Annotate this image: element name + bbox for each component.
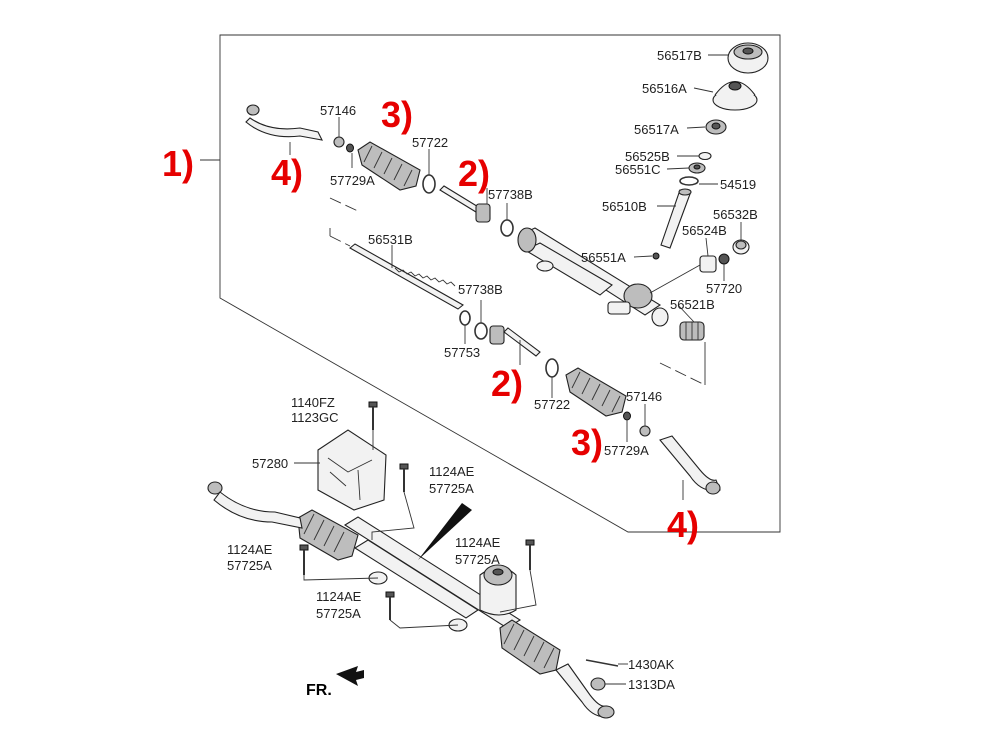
- label-1124AE-b: 1124AE: [227, 542, 273, 557]
- part-56525B-washer: [698, 151, 712, 161]
- label-57725A-d: 57725A: [455, 552, 500, 567]
- label-57280: 57280: [252, 456, 288, 471]
- label-57738B-mid: 57738B: [458, 282, 503, 297]
- part-56532B-yoke-plug: [732, 239, 750, 255]
- part-57753-ring: [459, 310, 471, 326]
- label-57722-top: 57722: [412, 135, 448, 150]
- align-line-a: [329, 197, 361, 213]
- part-assembled-tie-rod-left: [207, 481, 303, 529]
- label-56510B: 56510B: [602, 199, 647, 214]
- part-57146-nut-top: [333, 136, 345, 148]
- callout-3-bot: 3): [571, 422, 603, 463]
- part-57722-clamp-top: [422, 174, 436, 194]
- label-1140FZ: 1140FZ: [291, 395, 335, 410]
- label-56532B: 56532B: [713, 207, 758, 222]
- label-56517B: 56517B: [657, 48, 702, 63]
- part-assembled-tie-rod-right: [555, 663, 615, 719]
- label-56517A: 56517A: [634, 122, 679, 137]
- part-56531B-rack-bar: [349, 243, 464, 310]
- part-57722-clamp-bot: [545, 358, 559, 378]
- part-tie-rod-end-top: [245, 104, 323, 141]
- part-boot-bot: [565, 367, 627, 417]
- part-assembled-boot-left: [297, 509, 359, 561]
- label-57729A-top: 57729A: [330, 173, 375, 188]
- label-57753: 57753: [444, 345, 480, 360]
- align-line-c: [329, 235, 351, 247]
- label-1123GC: 1123GC: [291, 410, 338, 425]
- label-56516A: 56516A: [642, 81, 687, 96]
- part-56521B-boot: [679, 321, 705, 341]
- label-56521B: 56521B: [670, 297, 715, 312]
- part-57720-spring: [718, 253, 730, 265]
- part-57738B-ring-mid: [474, 322, 488, 340]
- part-bolt-1140FZ: [368, 401, 378, 430]
- part-57729A-nut-bot: [623, 411, 631, 421]
- callout-2-bot: 2): [491, 363, 523, 404]
- callout-1: 1): [162, 143, 194, 184]
- label-57738B-top: 57738B: [488, 187, 533, 202]
- label-57725A-c: 57725A: [316, 606, 361, 621]
- part-56517A-bearing: [705, 119, 727, 135]
- part-57738B-ring-top: [500, 219, 514, 237]
- label-57722-bot: 57722: [534, 397, 570, 412]
- label-1430AK: 1430AK: [628, 657, 675, 672]
- part-assembled-boot-right: [499, 619, 561, 675]
- part-56524B-yoke: [699, 255, 717, 273]
- part-gear-assembly: [343, 516, 522, 632]
- callout-3-top: 3): [381, 94, 413, 135]
- label-56551C: 56551C: [615, 162, 661, 177]
- part-bolt-1124AE-d: [525, 539, 535, 570]
- callout-2-top: 2): [458, 153, 490, 194]
- align-line-d: [659, 362, 706, 386]
- label-56551A: 56551A: [581, 250, 626, 265]
- assembly-pointer-wedge: [418, 503, 472, 560]
- part-inner-tie-rod-top: [439, 185, 491, 223]
- label-1124AE-a: 1124AE: [429, 464, 475, 479]
- part-54519-snap-ring: [679, 176, 699, 186]
- part-57146-nut-bot: [639, 425, 651, 437]
- label-1124AE-d: 1124AE: [455, 535, 501, 550]
- label-56531B: 56531B: [368, 232, 413, 247]
- label-1124AE-c: 1124AE: [316, 589, 362, 604]
- leader-lines-assembly: [294, 430, 628, 685]
- label-57146-top: 57146: [320, 103, 356, 118]
- part-1430AK-cotter-pin: [585, 659, 619, 667]
- part-57729A-nut-top: [346, 143, 354, 153]
- label-56525B: 56525B: [625, 149, 670, 164]
- part-bolt-1124AE-b: [299, 544, 309, 575]
- leader-lines: [289, 54, 742, 500]
- part-56517B-mount-cap: [727, 42, 769, 74]
- label-54519: 54519: [720, 177, 756, 192]
- label-57146-bot: 57146: [626, 389, 662, 404]
- part-56551A-small-bolt: [652, 252, 660, 260]
- exploded-view-frame: [219, 34, 781, 533]
- callout-4-top: 4): [271, 152, 303, 193]
- part-57280-heat-shield: [317, 429, 387, 511]
- label-1313DA: 1313DA: [628, 677, 675, 692]
- front-direction-label: FR.: [306, 682, 332, 699]
- part-bolt-1124AE-c: [385, 591, 395, 620]
- label-57720: 57720: [706, 281, 742, 296]
- label-57725A-b: 57725A: [227, 558, 272, 573]
- part-56510B-pinion-shaft: [660, 188, 692, 249]
- part-56516A-mount-bushing: [712, 80, 758, 111]
- front-direction-arrow: [336, 666, 364, 686]
- part-boot-top: [357, 141, 421, 191]
- callout-4-bot: 4): [667, 504, 699, 545]
- part-bolt-1124AE-a: [399, 463, 409, 492]
- part-56551C-nut: [688, 162, 706, 174]
- part-inner-tie-rod-bot: [489, 325, 541, 357]
- label-57729A-bot: 57729A: [604, 443, 649, 458]
- label-57725A-a: 57725A: [429, 481, 474, 496]
- label-56524B: 56524B: [682, 223, 727, 238]
- part-gear-housing-exploded: [517, 227, 669, 327]
- part-1313DA-castle-nut: [590, 677, 606, 691]
- part-tie-rod-end-bot: [659, 435, 721, 495]
